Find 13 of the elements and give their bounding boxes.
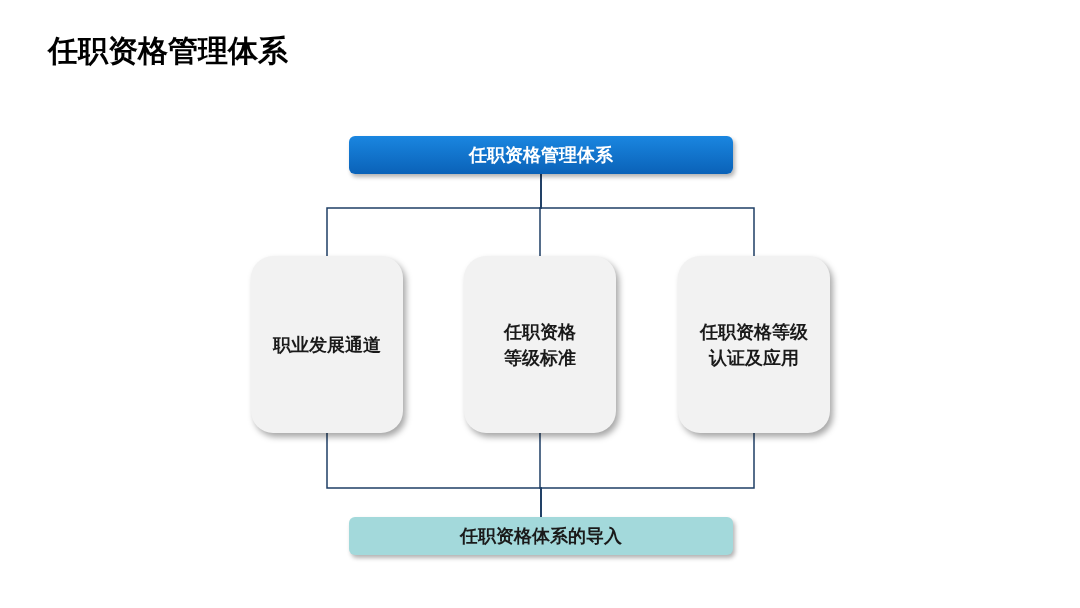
header-bar [349,136,733,174]
rounded-card [251,256,403,433]
node-label: 任职资格等级标准 [502,320,577,370]
rounded-card [464,256,616,433]
node-label: 任职资格体系的导入 [460,524,622,548]
node-label: 职业发展通道 [271,333,382,357]
connector-line [540,432,755,518]
footer-bar [349,517,733,555]
node-label: 任职资格管理体系 [469,143,613,167]
node-label: 任职资格等级认证及应用 [698,320,809,370]
connector-line [540,173,755,257]
rounded-card [678,256,830,433]
page-title: 任职资格管理体系 [48,33,288,69]
